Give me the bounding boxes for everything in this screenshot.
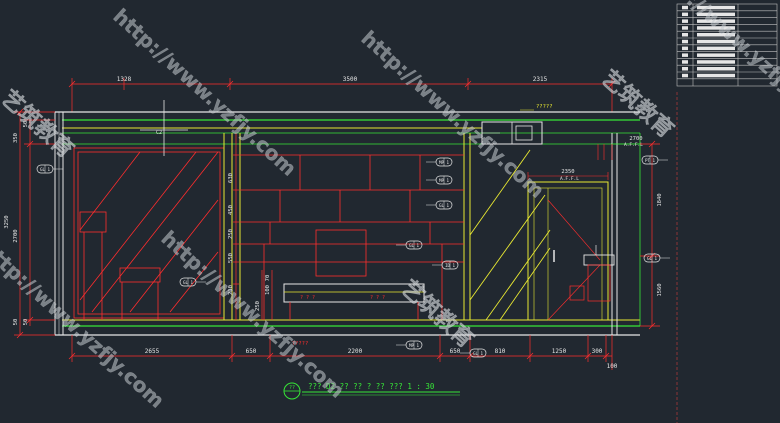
material-tag-code: MP 1 (409, 343, 420, 348)
material-tag-code: PT 1 (645, 158, 656, 163)
dim-left-5: 50 (13, 319, 19, 326)
material-tag-code: GL 1 (473, 351, 484, 356)
dim-center-1: 630 (228, 173, 234, 183)
top-dimension-line (68, 78, 616, 112)
dim-bottom-5: 810 (495, 348, 506, 355)
material-tag-gl-1: GL 1 (36, 164, 63, 174)
ceiling-light-marker (140, 100, 188, 156)
svg-text:? ? ?: ? ? ? (300, 295, 315, 301)
hvac-duct-unit (481, 121, 543, 145)
bottom-dimension-line (68, 335, 613, 370)
material-tags: GL 1 MP 1 MP 1 GL 1 GL 1 PT 1 ID 1 GL 1 MP 1 GL 1… (36, 155, 670, 358)
dim-left-4: 2700 (13, 229, 19, 242)
right-top-dimension (597, 144, 613, 160)
dim-bottom-6: 1250 (552, 348, 567, 355)
dim-bottom-3: 2200 (348, 348, 363, 355)
dim-bottom-4: 650 (450, 348, 461, 355)
center-vertical-dimension (233, 133, 273, 320)
material-tag-gl-1: GL 1 (643, 253, 670, 263)
dim-bottom-1: 2655 (145, 348, 160, 355)
ceiling-light-tag: C2 (156, 130, 162, 136)
dim-center-7: 100 (265, 285, 271, 295)
bottom-dimension-labels: 2655 650 2200 650 810 1250 300 100 (145, 348, 618, 370)
dim-left-2: 350 (13, 133, 19, 143)
right-vertical-dimension (640, 140, 660, 330)
material-tag-mp-1: MP 1 (426, 157, 453, 167)
column-left (223, 133, 241, 320)
dim-center-5: 210 (228, 285, 234, 295)
material-tag-gl-1: GL 1 (179, 277, 206, 287)
material-tag-mp-1: MP 1 (426, 175, 453, 185)
right-wall (611, 133, 641, 335)
drawing-title-label: ??? D2 ?? ?? ? ?? ??? 1 : 30 (308, 382, 435, 391)
dim-left-1: 50 (23, 121, 29, 128)
door-frame (527, 181, 609, 321)
dim-door: 2350 (561, 169, 574, 175)
dim-left-3: 3250 (4, 215, 10, 228)
material-tag-code: GL 1 (183, 280, 194, 285)
door-note: A.F.F.L (560, 176, 579, 182)
left-chair (79, 211, 161, 320)
dim-center-3: 250 (228, 229, 234, 239)
ceiling-structure (55, 111, 640, 145)
material-tag-code: GL 1 (409, 243, 420, 248)
reception-counter: ? ? ? ? ? ? (283, 283, 425, 320)
left-vertical-dimension (14, 108, 55, 339)
material-tag-gl-1: GL 1 (460, 348, 487, 358)
dim-top-3: 2315 (533, 76, 548, 83)
material-tag-id-1: ID 1 (432, 260, 459, 270)
left-dimension-labels: 50 350 3250 2700 50 50 (4, 121, 29, 326)
dim-bottom-2: 650 (246, 348, 257, 355)
dim-left-6: 50 (23, 319, 29, 326)
top-note: ????? (536, 104, 553, 110)
dim-top-2: 3500 (343, 76, 358, 83)
center-dimension-labels: 630 450 250 550 210 250 100 70 (228, 173, 271, 311)
feature-wall-pattern (240, 154, 464, 320)
material-tag-gl-1: GL 1 (426, 200, 453, 210)
title-block-table (676, 3, 778, 87)
material-tag-gl-1: GL 1 (396, 240, 423, 250)
left-wall (54, 111, 64, 336)
door-note-2: A.F.F.L (624, 142, 643, 148)
bottom-note: ????? (292, 341, 309, 347)
dim-center-4: 550 (228, 253, 234, 263)
drawing-title: ?? ??? D2 ?? ?? ? ?? ??? 1 : 30 (283, 382, 460, 400)
right-diagonal-beams (469, 149, 551, 321)
material-tag-code: GL 1 (647, 256, 658, 261)
dim-center-6: 250 (255, 301, 261, 311)
dim-right-top: 2700 (629, 136, 642, 142)
dim-bottom-7: 300 (592, 348, 603, 355)
svg-text:? ? ?: ? ? ? (370, 295, 385, 301)
material-tag-code: MP 1 (439, 178, 450, 183)
material-tag-code: GL 1 (40, 167, 51, 172)
material-tag-code: ID 1 (445, 263, 456, 268)
material-tag-code: GL 1 (439, 203, 450, 208)
title-circle-label: ?? (289, 385, 295, 391)
material-tag-code: MP 1 (439, 160, 450, 165)
door-dimension (527, 172, 609, 180)
material-tag-pt-1: PT 1 (641, 155, 668, 165)
dim-bottom-extra: 100 (607, 363, 618, 370)
dim-top-1: 1328 (117, 76, 132, 83)
dim-right-1: 1840 (657, 193, 663, 206)
dim-center-8: 70 (265, 275, 271, 282)
dim-center-2: 450 (228, 205, 234, 215)
column-right (463, 133, 471, 320)
dim-right-2: 1560 (657, 283, 663, 296)
material-tag-mp-1: MP 1 (396, 340, 423, 350)
wash-basin (553, 245, 615, 302)
